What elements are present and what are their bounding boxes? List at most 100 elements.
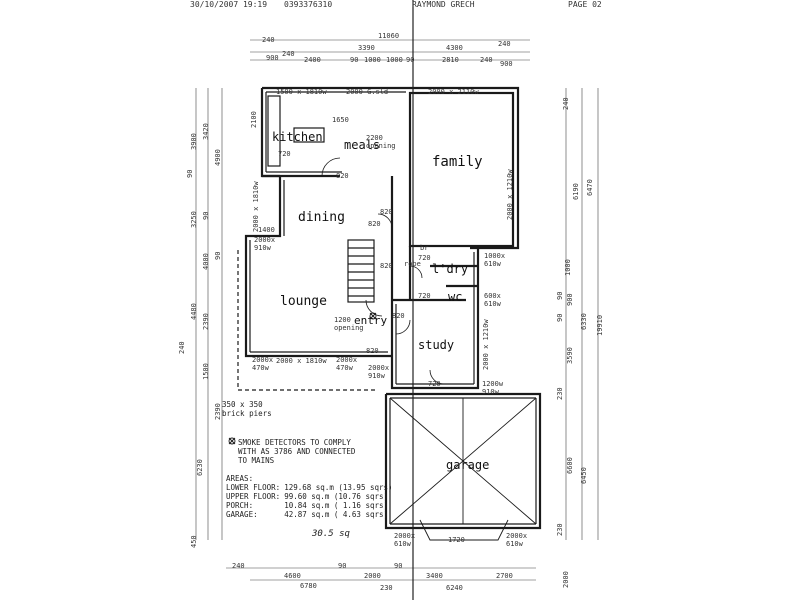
room-label-wc: wc <box>448 290 463 304</box>
areas-label: GARAGE: <box>226 510 258 519</box>
window-garage-right: 1200w 910w <box>482 380 504 396</box>
bottom-dim: 90 <box>394 562 403 570</box>
window-entry-bottom: 2000x 910w <box>368 364 390 380</box>
left-dim: 90 <box>186 169 194 178</box>
left-dim: 4480 <box>190 303 198 320</box>
areas-heading: AREAS: <box>226 474 254 483</box>
right-dim: 19910 <box>596 314 604 336</box>
top-dim: 240 <box>262 36 275 44</box>
window-study-right: 2000 x 1210w <box>482 319 490 370</box>
garage-roof <box>389 397 537 541</box>
right-dim: 6190 <box>572 183 580 200</box>
right-dim: 6470 <box>586 179 594 196</box>
door-label: 720 <box>428 380 441 388</box>
right-dim: 6330 <box>580 313 588 330</box>
smoke-detector-icon <box>369 312 377 320</box>
top-dim: 90 <box>350 56 359 64</box>
door-label: 820 <box>380 262 393 270</box>
areas-table: LOWER FLOOR:129.68 sq.m (13.95 sqrs) UPP… <box>226 483 397 519</box>
areas-total-handwritten: 30.5 sq <box>312 529 350 539</box>
left-dim: 2390 <box>202 313 210 330</box>
top-dim: 900 <box>266 54 279 62</box>
window-family-top: 2000 x 2110w <box>428 88 479 96</box>
kitchen-dim-720: 720 <box>278 150 291 158</box>
door-label: 820 <box>392 312 405 320</box>
top-dim: 90 <box>406 56 415 64</box>
door-label: 820 <box>380 208 393 216</box>
window-wc-right: 600x 610w <box>484 292 501 308</box>
areas-value: 99.60 sq.m (10.76 sqrs) <box>284 492 389 501</box>
right-dim: 3590 <box>566 347 574 364</box>
top-dim: 11060 <box>378 32 400 40</box>
door-label: 820 <box>336 172 349 180</box>
left-dim: 3250 <box>190 211 198 228</box>
areas-row: GARAGE:42.87 sq.m ( 4.63 sqrs) <box>226 510 397 519</box>
left-dim: 4000 <box>202 253 210 270</box>
top-dim: 1000 <box>364 56 381 64</box>
right-dim: 90 <box>556 313 564 322</box>
window-lounge-bottom2: 2000 x 1810w <box>276 357 327 365</box>
top-dim: 240 <box>480 56 493 64</box>
room-label-family: family <box>432 154 483 170</box>
fax-datetime: 30/10/2007 19:19 <box>190 0 268 9</box>
fax-phone: 0393376310 <box>284 0 333 9</box>
window-dining-left2: 2000x 910w <box>254 236 276 252</box>
bottom-dim: 4600 <box>284 572 301 580</box>
top-dim: 2400 <box>304 56 321 64</box>
top-dim: 1000 <box>386 56 403 64</box>
window-dining-left: 2000 x 1810w <box>252 181 260 232</box>
areas-row: UPPER FLOOR:99.60 sq.m (10.76 sqrs) <box>226 492 397 501</box>
opening-meals-family: 2200 opening <box>366 134 396 150</box>
smoke-detector-note: SMOKE DETECTORS TO COMPLY WITH AS 3786 A… <box>238 438 356 465</box>
top-dim: 4300 <box>446 44 463 52</box>
right-dim: 1000 <box>564 259 572 276</box>
right-dim: 6450 <box>580 467 588 484</box>
window-lounge-bottom1: 2000x 470w <box>252 356 274 372</box>
left-dim: 2390 <box>214 403 222 420</box>
smoke-detectors <box>228 312 377 445</box>
areas-row: LOWER FLOOR:129.68 sq.m (13.95 sqrs) <box>226 483 397 492</box>
top-dim: 900 <box>500 60 513 68</box>
right-dim: 900 <box>566 293 574 306</box>
linen-label: br <box>420 244 429 252</box>
wall-dim-2100: 2100 <box>250 111 258 128</box>
window-garage-br: 2000x 610w <box>506 532 528 548</box>
door-label: 820 <box>366 347 379 355</box>
room-label-garage: garage <box>446 458 490 472</box>
brick-piers-note: 350 x 350 brick piers <box>222 400 272 418</box>
room-label-kitchen: kitchen <box>272 130 323 144</box>
right-dim: 230 <box>556 387 564 400</box>
bottom-dim: 6240 <box>446 584 463 592</box>
areas-schedule: AREAS: LOWER FLOOR:129.68 sq.m (13.95 sq… <box>226 474 397 519</box>
fax-sender: RAYMOND GRECH <box>412 0 475 9</box>
top-dim: 240 <box>282 50 295 58</box>
areas-label: LOWER FLOOR: <box>226 483 281 492</box>
right-dim: 230 <box>556 523 564 536</box>
areas-row: PORCH:10.84 sq.m ( 1.16 sqrs) <box>226 501 397 510</box>
room-label-laundry: l'dry <box>432 262 469 276</box>
left-dim: 3900 <box>190 133 198 150</box>
areas-value: 10.84 sq.m ( 1.16 sqrs) <box>284 501 389 510</box>
top-dim: 3390 <box>358 44 375 52</box>
opening-lounge-entry: 1200 opening <box>334 316 364 332</box>
door-label: 720 <box>418 292 431 300</box>
smoke-detector-icon <box>228 437 236 445</box>
right-dim: 90 <box>556 291 564 300</box>
bottom-dim: 90 <box>338 562 347 570</box>
left-dim: 4900 <box>214 149 222 166</box>
left-dim: 90 <box>202 211 210 220</box>
window-meals-top: 2000 G.sld <box>346 88 389 96</box>
right-dim: 240 <box>562 97 570 110</box>
left-dim: 3420 <box>202 123 210 140</box>
bottom-dim: 2000 <box>364 572 381 580</box>
window-garage-bl: 2000x 610w <box>394 532 416 548</box>
room-label-lounge: lounge <box>280 294 327 309</box>
left-dim: 450 <box>190 535 198 548</box>
room-label-entry: entry <box>354 314 388 327</box>
left-dim: 90 <box>214 251 222 260</box>
areas-value: 129.68 sq.m (13.95 sqrs) <box>284 483 393 492</box>
window-family-right: 2000 x 1210w <box>506 169 514 220</box>
door-label: 820 <box>368 220 381 228</box>
areas-label: UPPER FLOOR: <box>226 492 281 501</box>
